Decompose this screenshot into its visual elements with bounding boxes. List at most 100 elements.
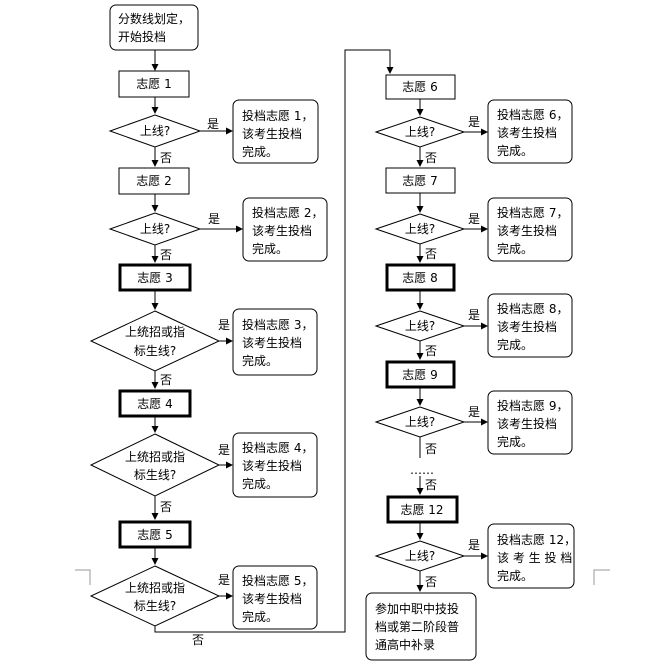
result-8-line1: 投档志愿 8， bbox=[497, 301, 568, 316]
wish-3-box: 志愿 3 bbox=[118, 263, 192, 292]
yes-label-12: 是 bbox=[468, 538, 480, 552]
result-6-line3: 完成。 bbox=[497, 143, 533, 158]
decision-9-label: 上线? bbox=[405, 415, 435, 429]
decision-7-label: 上线? bbox=[405, 222, 435, 236]
result-1-line3: 完成。 bbox=[242, 144, 278, 159]
result-6-line2: 该考生投档 bbox=[497, 125, 557, 140]
ellipsis: …… bbox=[410, 463, 434, 477]
result-1-line1: 投档志愿 1， bbox=[242, 108, 313, 123]
result-3: 投档志愿 3， 该考生投档 完成。 bbox=[232, 308, 318, 376]
start-text-line2: 开始投档 bbox=[118, 29, 166, 44]
result-8-line2: 该考生投档 bbox=[497, 319, 557, 334]
result-7-line2: 该考生投档 bbox=[497, 223, 557, 238]
result-1-line2: 该考生投档 bbox=[242, 126, 302, 141]
decision-6: 上线? bbox=[374, 116, 466, 148]
result-9-line1: 投档志愿 9， bbox=[497, 398, 568, 413]
decision-2: 上线? bbox=[108, 212, 202, 246]
final-text-line3: 通高中补录 bbox=[375, 637, 435, 652]
result-6: 投档志愿 6， 该考生投档 完成。 bbox=[487, 99, 573, 164]
no-label-6: 否 bbox=[425, 151, 437, 165]
result-7-line1: 投档志愿 7， bbox=[497, 205, 568, 220]
result-9-line3: 完成。 bbox=[497, 434, 533, 449]
result-4: 投档志愿 4， 该考生投档 完成。 bbox=[232, 432, 318, 498]
yes-label-3: 是 bbox=[218, 318, 230, 332]
result-2-line1: 投档志愿 2， bbox=[252, 205, 323, 220]
result-4-line3: 完成。 bbox=[242, 476, 278, 491]
result-7: 投档志愿 7， 该考生投档 完成。 bbox=[487, 197, 573, 262]
no-label-7: 否 bbox=[425, 247, 437, 261]
result-4-line2: 该考生投档 bbox=[242, 458, 302, 473]
wish-3-label: 志愿 3 bbox=[137, 271, 172, 285]
result-5-line2: 该考生投档 bbox=[242, 591, 302, 606]
decision-7: 上线? bbox=[374, 213, 466, 245]
result-3-line2: 该考生投档 bbox=[242, 335, 302, 350]
decision-12: 上线? bbox=[374, 540, 466, 572]
decision-1: 上线? bbox=[108, 114, 202, 148]
yes-label-9: 是 bbox=[468, 405, 480, 419]
decision-4-label-line2: 标生线? bbox=[134, 468, 176, 482]
result-3-line1: 投档志愿 3， bbox=[242, 317, 313, 332]
result-5: 投档志愿 5， 该考生投档 完成。 bbox=[232, 565, 318, 630]
start-text-line1: 分数线划定， bbox=[118, 11, 190, 26]
wish-7-box: 志愿 7 bbox=[385, 167, 456, 194]
decision-3: 上统招或指 标生线? bbox=[89, 310, 221, 372]
final-node: 参加中职中技投 档或第二阶段普 通高中补录 bbox=[365, 592, 477, 661]
connector-to-wish-6 bbox=[154, 49, 394, 633]
wish-9-box: 志愿 9 bbox=[385, 360, 456, 389]
wish-2-box: 志愿 2 bbox=[118, 167, 190, 195]
result-12-line1: 投档志愿 12， bbox=[497, 532, 576, 547]
decision-3-label-line2: 标生线? bbox=[134, 344, 176, 358]
decision-8: 上线? bbox=[374, 310, 466, 342]
no-label-9: 否 bbox=[425, 442, 437, 456]
yes-label-2: 是 bbox=[208, 212, 220, 226]
wish-9-label: 志愿 9 bbox=[402, 368, 437, 382]
decision-5-label-line2: 标生线? bbox=[134, 599, 176, 613]
result-1: 投档志愿 1， 该考生投档 完成。 bbox=[232, 99, 319, 164]
decision-9: 上线? bbox=[374, 406, 466, 438]
wish-7-label: 志愿 7 bbox=[402, 174, 437, 188]
wish-1-box: 志愿 1 bbox=[118, 70, 190, 98]
result-12: 投档志愿 12， 该 考 生 投 档 完成。 bbox=[487, 523, 576, 589]
wish-12-label: 志愿 12 bbox=[400, 503, 443, 517]
yes-label-4: 是 bbox=[218, 443, 230, 457]
result-7-line3: 完成。 bbox=[497, 241, 533, 256]
wish-6-label: 志愿 6 bbox=[402, 80, 437, 94]
decision-8-label: 上线? bbox=[405, 319, 435, 333]
no-label-5: 否 bbox=[192, 633, 204, 647]
result-5-line3: 完成。 bbox=[242, 609, 278, 624]
decision-4-label-line1: 上统招或指 bbox=[125, 449, 185, 464]
yes-label-5: 是 bbox=[218, 573, 230, 587]
decision-2-label: 上线? bbox=[140, 222, 170, 236]
yes-label-7: 是 bbox=[468, 212, 480, 226]
result-4-line1: 投档志愿 4， bbox=[242, 440, 313, 455]
decision-5-label-line1: 上统招或指 bbox=[125, 580, 185, 595]
no-label-3: 否 bbox=[160, 373, 172, 387]
yes-label-1: 是 bbox=[207, 117, 219, 131]
decision-5: 上统招或指 标生线? bbox=[89, 565, 221, 627]
no-label-1: 否 bbox=[160, 151, 172, 165]
wish-1-label: 志愿 1 bbox=[136, 77, 171, 91]
wish-5-label: 志愿 5 bbox=[137, 528, 172, 542]
result-2-line2: 该考生投档 bbox=[252, 223, 312, 238]
result-5-line1: 投档志愿 5， bbox=[242, 573, 313, 588]
final-text-line2: 档或第二阶段普 bbox=[375, 619, 459, 634]
decision-4: 上统招或指 标生线? bbox=[89, 433, 221, 497]
result-3-line3: 完成。 bbox=[242, 353, 278, 368]
no-label-8: 否 bbox=[425, 344, 437, 358]
yes-label-8: 是 bbox=[468, 308, 480, 322]
result-2: 投档志愿 2， 该考生投档 完成。 bbox=[242, 197, 328, 262]
wish-6-box: 志愿 6 bbox=[385, 74, 456, 100]
yes-label-6: 是 bbox=[468, 115, 480, 129]
no-label-12: 否 bbox=[425, 575, 437, 589]
wish-4-box: 志愿 4 bbox=[118, 389, 192, 418]
page-corner-mark-left bbox=[75, 569, 91, 585]
result-9: 投档志愿 9， 该考生投档 完成。 bbox=[487, 390, 573, 455]
page-corner-mark-right bbox=[593, 569, 610, 585]
result-8-line3: 完成。 bbox=[497, 337, 533, 352]
decision-1-label: 上线? bbox=[140, 124, 170, 138]
wish-8-label: 志愿 8 bbox=[402, 271, 437, 285]
wish-5-box: 志愿 5 bbox=[118, 520, 192, 549]
result-8: 投档志愿 8， 该考生投档 完成。 bbox=[487, 293, 573, 358]
result-9-line2: 该考生投档 bbox=[497, 416, 557, 431]
